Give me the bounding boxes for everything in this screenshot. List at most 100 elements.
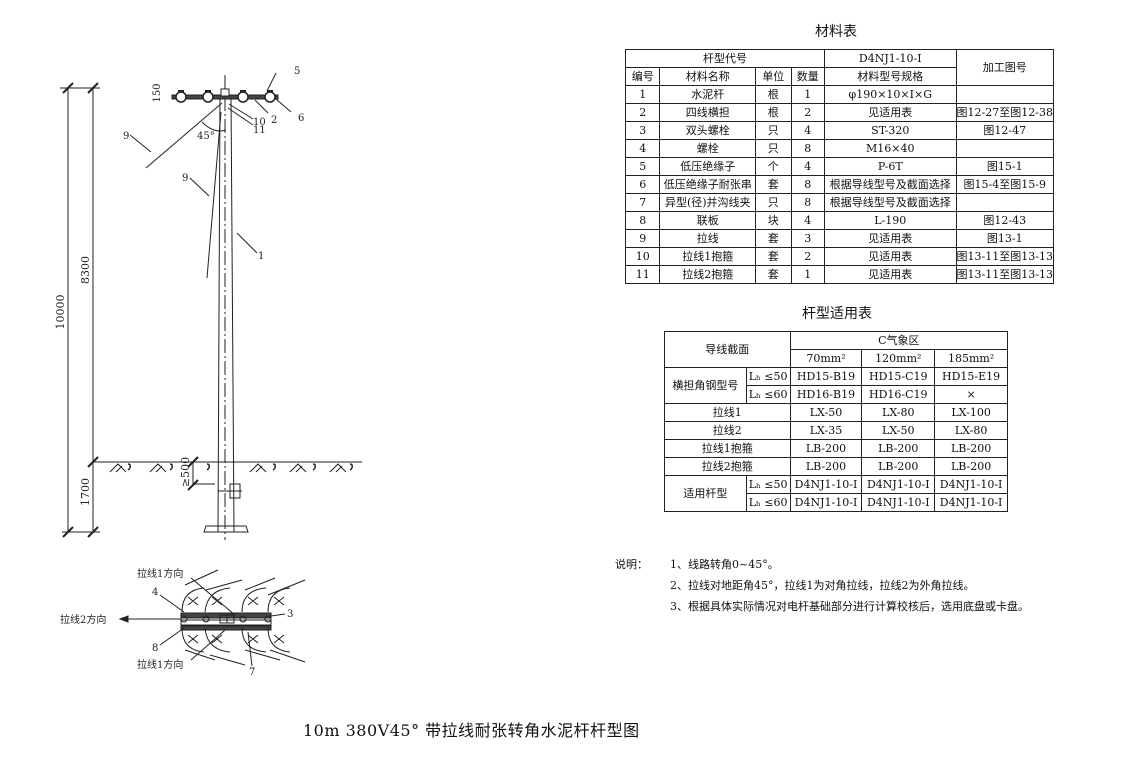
cell: 见适用表 <box>823 247 957 266</box>
callout-6: 6 <box>298 113 304 124</box>
row-label: 拉线1抱箍 <box>664 439 791 458</box>
span-60: Lₕ ≤60 <box>745 385 791 404</box>
zone-label: C气象区 <box>789 331 1009 350</box>
cell: D4NJ1-10-I <box>934 475 1008 494</box>
cell: 2 <box>790 247 825 266</box>
drawing-title: 10m 380V45° 带拉线耐张转角水泥杆杆型图 <box>303 721 640 740</box>
cell: D4NJ1-10-I <box>861 493 936 512</box>
cell: D4NJ1-10-I <box>789 493 863 512</box>
cell: LB-200 <box>861 439 936 458</box>
cell <box>955 193 1055 212</box>
cell: 8 <box>790 193 825 212</box>
cell: 图13-11至图13-13 <box>955 265 1055 284</box>
cell: 根 <box>755 103 792 122</box>
crossarm-label: 横担角钢型号 <box>664 367 747 404</box>
cell: 9 <box>624 229 661 248</box>
note-item: 3、根据具体实际情况对电杆基础部分进行计算校核后，选用底盘或卡盘。 <box>670 600 1029 613</box>
cell: 只 <box>755 193 792 212</box>
cell: LB-200 <box>861 457 936 476</box>
cell: 根据导线型号及截面选择 <box>823 175 957 194</box>
cell: 4 <box>624 139 661 158</box>
materials-title: 材料表 <box>815 24 857 40</box>
plan-callout-8: 8 <box>152 643 158 654</box>
cell: 只 <box>755 139 792 158</box>
concrete-pole <box>203 75 249 540</box>
cell: 个 <box>755 157 792 176</box>
dim-below-ground: 1700 <box>79 478 92 506</box>
cell: 只 <box>755 121 792 140</box>
size-120: 120mm² <box>861 349 936 368</box>
cell: 拉线 <box>659 229 757 248</box>
cell: D4NJ1-10-I <box>861 475 936 494</box>
cell: LX-50 <box>789 403 863 422</box>
cell: 3 <box>624 121 661 140</box>
pole-type-label: 适用杆型 <box>664 475 747 512</box>
cell: 8 <box>790 139 825 158</box>
cell: 11 <box>624 265 661 284</box>
span-60: Lₕ ≤60 <box>745 493 791 512</box>
plan-view <box>118 569 306 667</box>
size-70: 70mm² <box>789 349 863 368</box>
header-unit: 单位 <box>755 67 792 86</box>
cell: ST-320 <box>823 121 957 140</box>
cell: 拉线2抱箍 <box>659 265 757 284</box>
cell: P-6T <box>823 157 957 176</box>
cell: 块 <box>755 211 792 230</box>
cell: 4 <box>790 157 825 176</box>
cell: LX-80 <box>934 421 1008 440</box>
header-qty: 数量 <box>790 67 825 86</box>
dim-bury: ≥500 <box>179 457 192 487</box>
notes-list: 1、线路转角0~45°。 2、拉线对地距角45°，拉线1为对角拉线，拉线2为外角… <box>670 554 1029 617</box>
cell: LX-35 <box>789 421 863 440</box>
dimension-lines <box>60 82 215 538</box>
callout-11: 11 <box>253 125 266 136</box>
dim-total: 10000 <box>54 295 67 330</box>
cell: LB-200 <box>789 457 863 476</box>
notes-label: 说明： <box>615 558 648 571</box>
cell: 4 <box>790 121 825 140</box>
dim-spacing: 150 <box>152 83 163 102</box>
row-label: 拉线2 <box>664 421 791 440</box>
cell: 图15-1 <box>955 157 1055 176</box>
cell: D4NJ1-10-I <box>934 493 1008 512</box>
span-50: Lₕ ≤50 <box>745 367 791 386</box>
callout-9b: 9 <box>182 173 188 184</box>
cell: 双头螺栓 <box>659 121 757 140</box>
cell: 套 <box>755 175 792 194</box>
cell: HD15-C19 <box>861 367 936 386</box>
pole-code-label: 杆型代号 <box>625 49 825 68</box>
cell: 根据导线型号及截面选择 <box>823 193 957 212</box>
callout-9a: 9 <box>123 131 129 142</box>
cell: 见适用表 <box>823 103 957 122</box>
cell: 图12-43 <box>955 211 1055 230</box>
cell: 联板 <box>659 211 757 230</box>
applicability-title: 杆型适用表 <box>802 306 872 322</box>
callout-2: 2 <box>271 115 277 126</box>
cell: 1 <box>624 85 661 104</box>
cell: 图12-27至图12-38 <box>955 103 1055 122</box>
cell: 见适用表 <box>823 229 957 248</box>
cell: 2 <box>624 103 661 122</box>
row-label: 拉线2抱箍 <box>664 457 791 476</box>
cell: LB-200 <box>934 439 1008 458</box>
cell: 10 <box>624 247 661 266</box>
cell <box>955 139 1055 158</box>
applicability-table: 导线截面 C气象区 70mm² 120mm² 185mm² 横担角钢型号 Lₕ … <box>664 331 1009 512</box>
cell: 套 <box>755 247 792 266</box>
cell: HD15-E19 <box>934 367 1008 386</box>
cell: LB-200 <box>934 457 1008 476</box>
cell: 异型(径)并沟线夹 <box>659 193 757 212</box>
materials-table: 杆型代号 D4NJ1-10-I 加工图号 编号 材料名称 单位 数量 材料型号规… <box>624 49 1055 284</box>
header-no: 编号 <box>624 67 661 86</box>
cell: HD16-B19 <box>789 385 863 404</box>
cell: 根 <box>755 85 792 104</box>
cell <box>955 85 1055 104</box>
cell: LB-200 <box>789 439 863 458</box>
